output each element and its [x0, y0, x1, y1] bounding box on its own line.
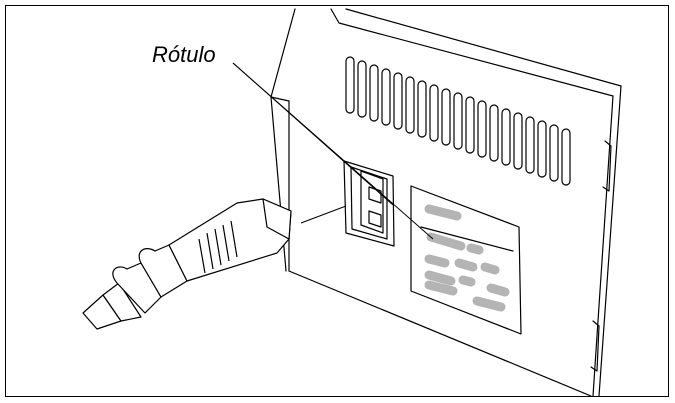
- diagram-frame: Rótulo: [5, 5, 669, 397]
- device-illustration: [82, 8, 622, 396]
- device-housing: [270, 8, 622, 396]
- power-plug: [82, 198, 292, 330]
- callout-label-rotulo: Rótulo: [152, 42, 216, 67]
- ventilation-slots: [345, 56, 571, 186]
- rating-label-plate: [410, 185, 522, 335]
- callout-leader-lines: [232, 62, 434, 240]
- power-inlet-socket: [343, 160, 395, 247]
- label-text-bars: [424, 204, 510, 312]
